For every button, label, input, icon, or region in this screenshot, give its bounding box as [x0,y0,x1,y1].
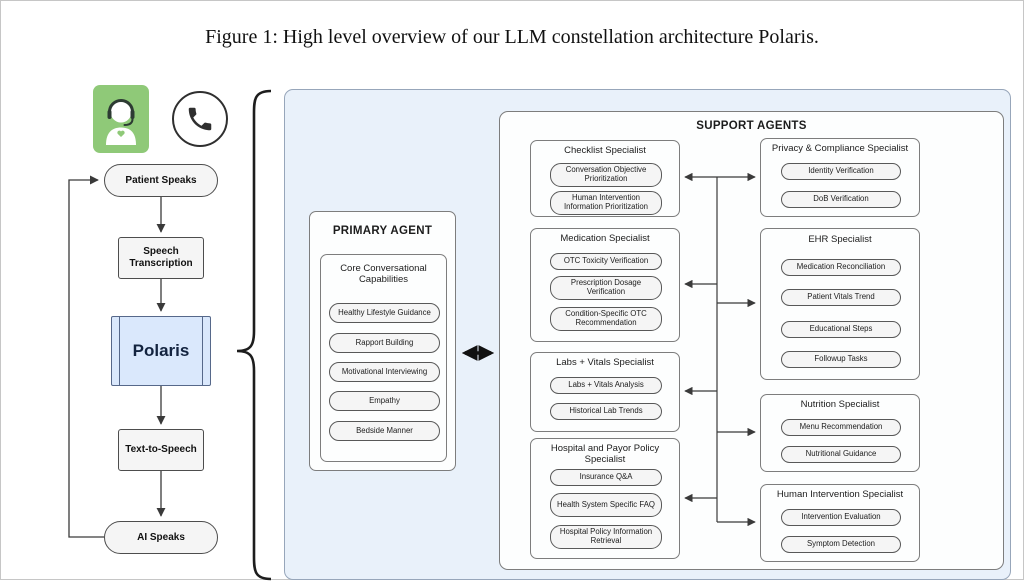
specialist-box-labs-vitals: Labs + Vitals Specialist Labs + Vitals A… [530,352,680,432]
core-capabilities-box: Core Conversational Capabilities Healthy… [320,254,447,462]
support-agents-box: SUPPORT AGENTS Checklist Specialist Conv… [499,111,1004,570]
specialist-box-human-intervention: Human Intervention Specialist Interventi… [760,484,920,562]
specialist-box-hospital-policy: Hospital and Payor Policy Specialist Ins… [530,438,680,559]
phone-glyph [188,107,212,131]
specialist-title: Medication Specialist [560,233,650,244]
figure-caption: Figure 1: High level overview of our LLM… [205,26,819,48]
capability-pill: Rapport Building [329,333,440,353]
capability-pill: Healthy Lifestyle Guidance [329,303,440,323]
specialist-title: Labs + Vitals Specialist [556,357,654,368]
specialist-title: Checklist Specialist [564,145,646,156]
primary-agent-box: PRIMARY AGENT Core Conversational Capabi… [309,211,456,471]
task-pill: OTC Toxicity Verification [550,253,662,270]
task-pill: DoB Verification [781,191,901,208]
flow-node-speech-transcription: Speech Transcription [118,237,204,279]
task-pill: Identity Verification [781,163,901,180]
polaris-right-bar [202,317,203,385]
specialist-box-medication: Medication Specialist OTC Toxicity Verif… [530,228,680,342]
feedback-loop-arrow [68,175,104,538]
task-pill: Intervention Evaluation [781,509,901,526]
specialist-title: Privacy & Compliance Specialist [771,143,909,154]
task-pill: Condition-Specific OTC Recommendation [550,307,662,331]
task-pill: Insurance Q&A [550,469,662,486]
specialist-box-privacy-compliance: Privacy & Compliance Specialist Identity… [760,138,920,217]
task-pill: Prescription Dosage Verification [550,276,662,300]
capability-pill: Bedside Manner [329,421,440,441]
task-pill: Conversation Objective Prioritization [550,163,662,187]
curly-brace [236,89,272,581]
specialist-title: Hospital and Payor Policy Specialist [550,443,660,466]
phone-icon [172,91,228,147]
polaris-left-bar [119,317,120,385]
task-pill: Symptom Detection [781,536,901,553]
task-pill: Medication Reconciliation [781,259,901,276]
specialist-title: EHR Specialist [808,234,872,245]
nurse-agent-icon [93,85,149,153]
task-pill: Patient Vitals Trend [781,289,901,306]
polaris-label: Polaris [132,340,190,360]
flow-node-patient-speaks: Patient Speaks [104,164,218,197]
task-pill: Human Intervention Information Prioritiz… [550,191,662,215]
specialist-box-ehr: EHR Specialist Medication Reconciliation… [760,228,920,380]
flow-node-ai-speaks: AI Speaks [104,521,218,554]
task-pill: Educational Steps [781,321,901,338]
specialist-box-nutrition: Nutrition Specialist Menu Recommendation… [760,394,920,472]
primary-agent-title: PRIMARY AGENT [332,225,433,237]
specialist-title: Human Intervention Specialist [776,489,904,500]
task-pill: Nutritional Guidance [781,446,901,463]
specialist-box-checklist: Checklist Specialist Conversation Object… [530,140,680,217]
task-pill: Menu Recommendation [781,419,901,436]
specialist-title: Nutrition Specialist [800,399,880,410]
nurse-agent-glyph [106,99,136,145]
flow-node-text-to-speech: Text-to-Speech [118,429,204,471]
support-agents-title: SUPPORT AGENTS [696,120,807,132]
task-pill: Health System Specific FAQ [550,493,662,517]
task-pill: Followup Tasks [781,351,901,368]
task-pill: Labs + Vitals Analysis [550,377,662,394]
capability-pill: Motivational Interviewing [329,362,440,382]
task-pill: Hospital Policy Information Retrieval [550,525,662,549]
core-capabilities-title: Core Conversational Capabilities [340,263,427,286]
capability-pill: Empathy [329,391,440,411]
flow-node-polaris: Polaris [111,316,211,386]
task-pill: Historical Lab Trends [550,403,662,420]
